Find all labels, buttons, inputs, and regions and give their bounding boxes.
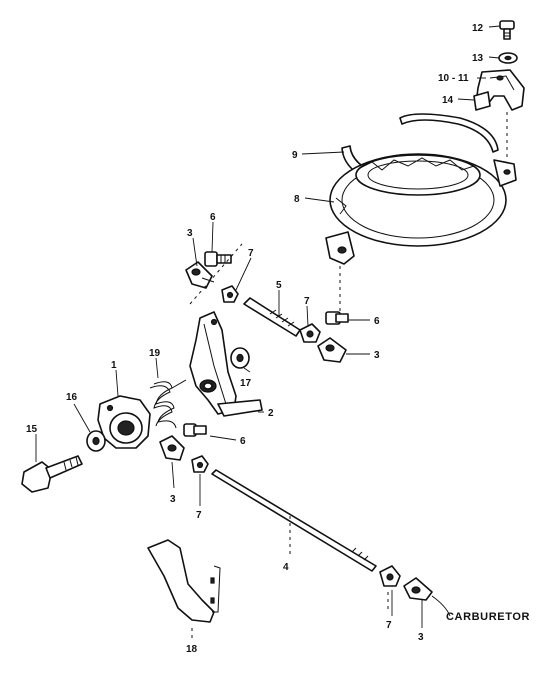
callout-12: 12	[472, 23, 484, 34]
callout-3-upper: 3	[187, 228, 193, 239]
washer-part-13	[498, 52, 518, 64]
nut-part-7-carb	[379, 565, 401, 587]
callout-17: 17	[240, 378, 252, 389]
callout-6-lower: 6	[240, 436, 246, 447]
retainer-part-14	[473, 91, 491, 111]
callout-2: 2	[268, 408, 274, 419]
carburetor-label: CARBURETOR	[446, 611, 530, 623]
screw-part-6-lower	[183, 423, 207, 437]
callout-7-lower: 7	[196, 510, 202, 521]
callout-7-carb: 7	[386, 620, 392, 631]
callout-7-upper: 7	[248, 248, 254, 259]
washer-part-17	[230, 347, 250, 369]
ball-joint-part-3-lower	[159, 435, 185, 461]
callout-14: 14	[442, 95, 454, 106]
callout-3-carb: 3	[418, 632, 424, 643]
callout-15: 15	[26, 424, 38, 435]
callout-6-right: 6	[374, 316, 380, 327]
screw-part-6-upper	[204, 251, 232, 267]
spring-part-19	[149, 379, 187, 429]
callout-4: 4	[283, 562, 289, 573]
screw-part-5	[243, 297, 301, 337]
washer-part-16	[86, 430, 106, 452]
screw-part-12	[499, 20, 515, 40]
bolt-part-15	[21, 455, 83, 493]
cam-plate-part-1	[97, 395, 151, 449]
screw-part-6-right	[325, 311, 349, 325]
callout-5: 5	[276, 280, 282, 291]
nut-part-7-upper	[221, 285, 239, 303]
callout-18: 18	[186, 644, 198, 655]
callout-3-right: 3	[374, 350, 380, 361]
nut-part-7-lower	[191, 455, 209, 473]
linkage-rod-part-4	[211, 469, 377, 572]
callout-7-right: 7	[304, 296, 310, 307]
callout-19: 19	[149, 348, 161, 359]
ball-joint-part-3-carb	[403, 577, 433, 601]
leader-lines	[35, 25, 501, 628]
callout-8: 8	[294, 194, 300, 205]
nut-part-7-right	[299, 323, 321, 343]
callout-3-lower: 3	[170, 494, 176, 505]
ball-joint-part-3-right	[317, 337, 347, 363]
callout-16: 16	[66, 392, 78, 403]
bracket-part-18	[147, 539, 221, 623]
callout-6-upper: 6	[210, 212, 216, 223]
callout-13: 13	[472, 53, 484, 64]
callout-9: 9	[292, 150, 298, 161]
throttle-ring-part-8	[325, 153, 517, 265]
throttle-lever-part-2	[189, 311, 263, 417]
callout-10-11: 10 - 11	[438, 73, 469, 84]
callout-1: 1	[111, 360, 117, 371]
